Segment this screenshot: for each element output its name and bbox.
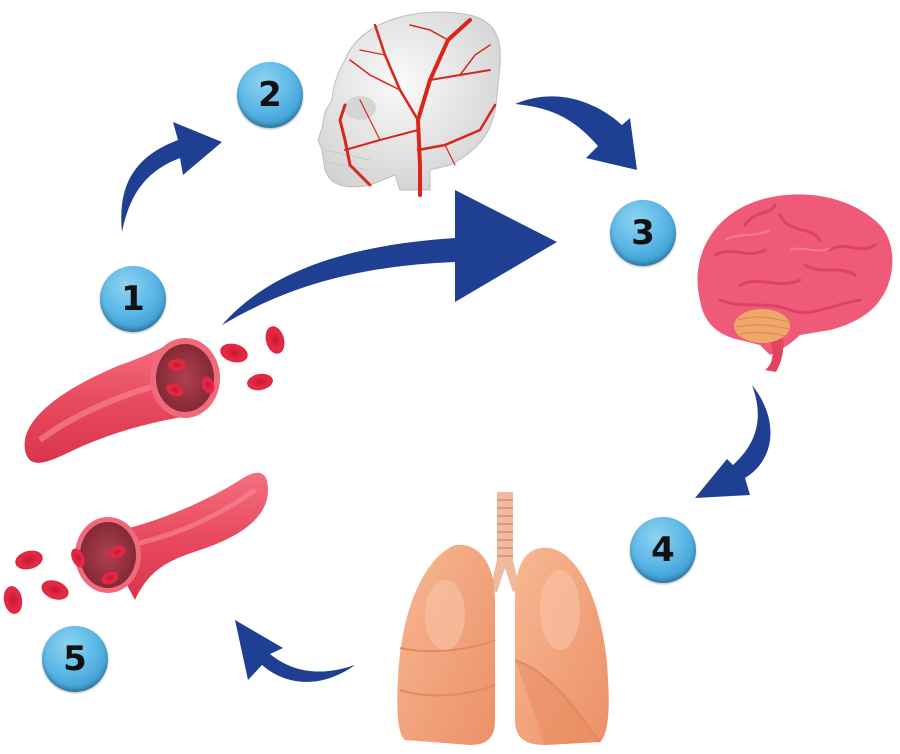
- blood-cell: [3, 586, 23, 614]
- lungs-illustration: [397, 492, 609, 745]
- blood-cell: [201, 376, 215, 394]
- blood-cell: [166, 383, 184, 397]
- blood-cell: [71, 548, 85, 568]
- arrow-1-to-3-large: [222, 190, 557, 325]
- brain-illustration: [697, 194, 893, 372]
- blood-cell: [247, 373, 273, 391]
- blood-cell: [15, 550, 43, 570]
- arrow-3-to-4: [695, 385, 771, 498]
- blood-cell: [168, 359, 186, 371]
- step-badge-4: 4: [630, 517, 696, 583]
- arrow-4-to-5: [235, 620, 355, 682]
- skull-with-arteries-illustration: [317, 11, 501, 197]
- step-number: 3: [631, 213, 655, 253]
- step-number: 1: [121, 279, 145, 319]
- blood-cell: [41, 580, 69, 600]
- step-badge-1: 1: [100, 266, 166, 332]
- arrow-2-to-3: [515, 96, 637, 170]
- step-number: 4: [651, 530, 675, 570]
- blood-cell: [265, 326, 285, 354]
- blood-vessel-return-illustration: [3, 472, 268, 614]
- step-badge-3: 3: [610, 200, 676, 266]
- blood-vessel-outflow-illustration: [24, 326, 285, 463]
- blood-cell: [101, 571, 119, 585]
- step-badge-2: 2: [237, 62, 303, 128]
- blood-cell: [108, 545, 126, 559]
- step-badge-5: 5: [42, 626, 108, 692]
- blood-cell: [220, 343, 248, 363]
- arrow-1-to-2: [121, 122, 222, 232]
- step-number: 5: [63, 639, 87, 679]
- step-number: 2: [258, 75, 282, 115]
